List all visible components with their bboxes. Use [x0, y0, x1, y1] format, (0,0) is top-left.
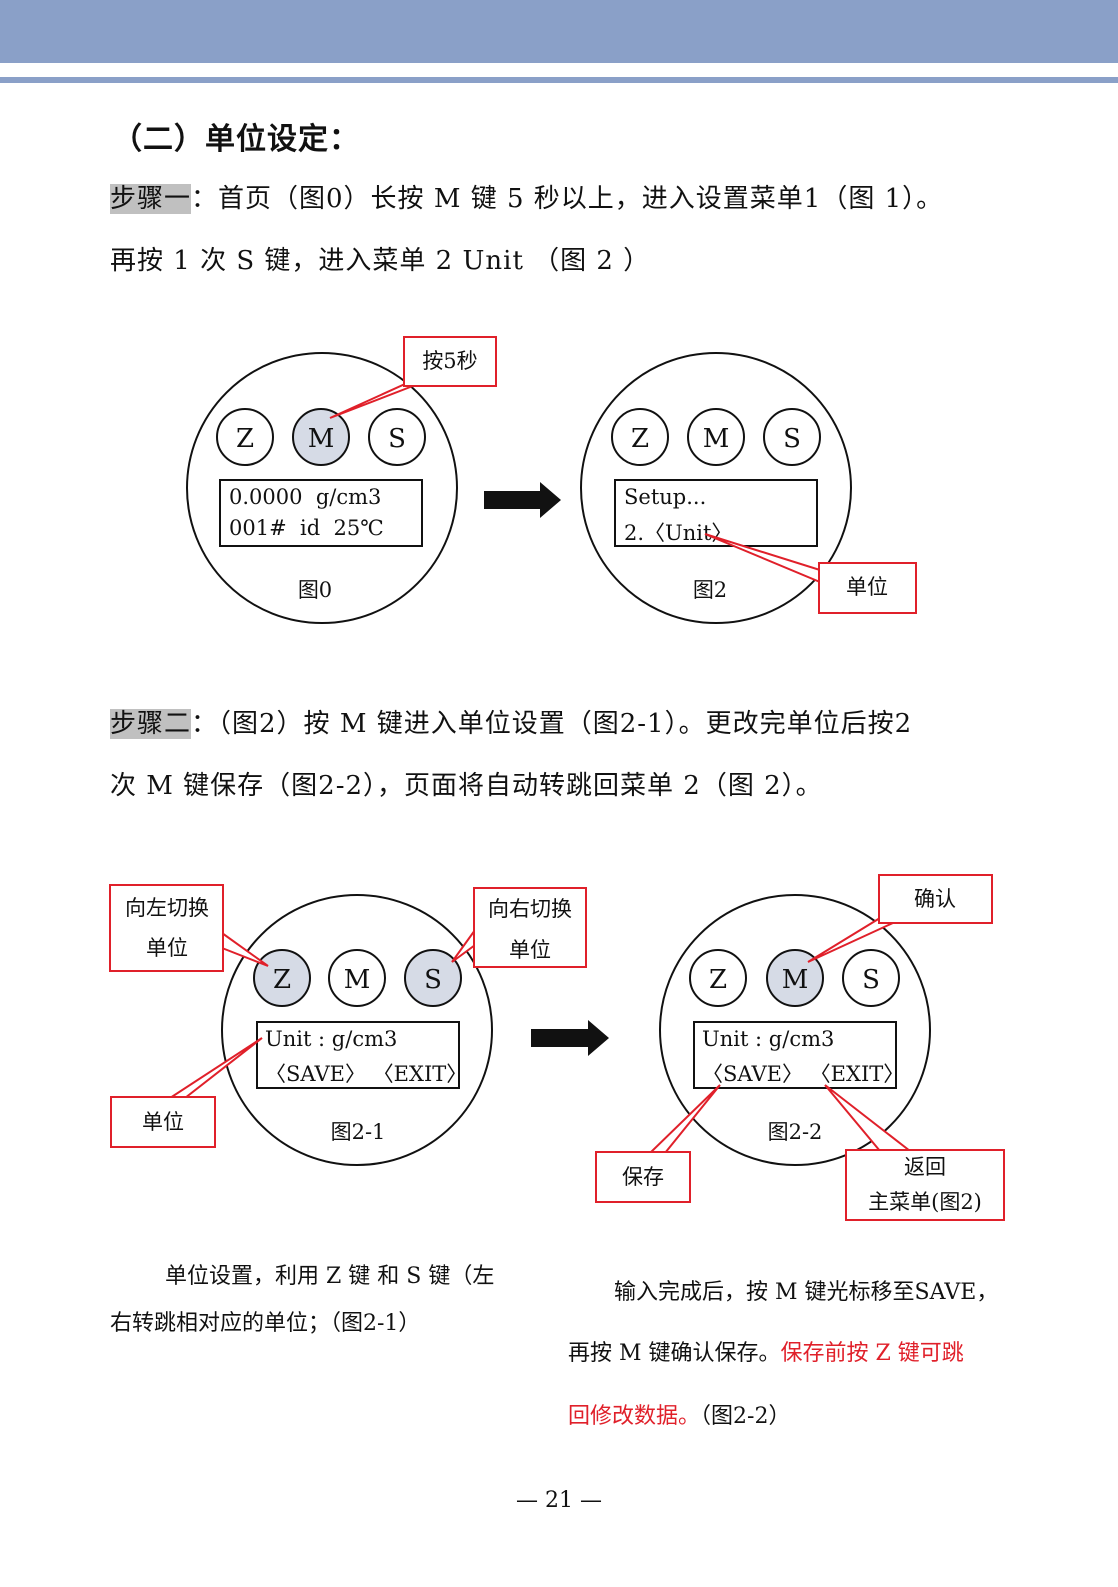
lcd-line2: 〈SAVE〉 〈EXIT〉	[702, 1062, 904, 1086]
figure-caption: 图0	[298, 578, 332, 602]
step2-tag: 步骤二	[110, 709, 192, 739]
callout-box-right	[473, 887, 587, 968]
header-band	[0, 0, 1118, 63]
s-button[interactable]	[404, 949, 462, 1007]
m-button[interactable]	[766, 949, 824, 1007]
figure-0: Z M S 0.0000 g/cm3 001# id 25℃ 图0 按5秒	[186, 336, 497, 624]
lcd-line1: Unit : g/cm3	[265, 1027, 397, 1051]
page-number: — 21 —	[516, 1488, 602, 1513]
callout-unit-label: 单位	[846, 575, 888, 599]
note-left-line2: 右转跳相对应的单位；（图2-1）	[110, 1311, 421, 1336]
note-right-line3: 回修改数据。（图2-2）	[568, 1398, 790, 1430]
note-right-line3-plain: （图2-2）	[700, 1404, 791, 1429]
step2-line2: 次 M 键保存（图2-2），页面将自动转跳回菜单 2（图 2）。	[110, 771, 823, 801]
lcd-line1: Setup...	[624, 485, 706, 509]
s-button-label: S	[783, 424, 801, 454]
step1-tag: 步骤一	[110, 184, 192, 214]
note-right-line2-plain: 再按 M 键确认保存。	[568, 1341, 781, 1366]
callout-hold-label: 按5秒	[422, 349, 477, 373]
figure-2: Z M S Setup... 2.〈Unit〉 图2 单位	[580, 352, 917, 624]
lcd-screen	[614, 479, 818, 547]
section-title: （二）单位设定：	[112, 122, 360, 157]
z-button[interactable]	[611, 408, 669, 466]
lcd-screen	[256, 1021, 460, 1089]
callout-return-line1: 返回	[904, 1155, 946, 1179]
s-button[interactable]	[763, 408, 821, 466]
figure-caption: 图2-2	[768, 1120, 823, 1144]
m-button-label: M	[703, 424, 730, 454]
callout-right-line1: 向右切换	[488, 897, 572, 921]
s-button-label: S	[388, 424, 406, 454]
z-button[interactable]	[216, 408, 274, 466]
callout-unit-label: 单位	[142, 1110, 184, 1134]
step1-line1: 步骤一：首页（图0）长按 M 键 5 秒以上，进入设置菜单1（图 1）。	[110, 178, 943, 215]
callout-right-line2: 单位	[509, 938, 551, 962]
m-button[interactable]	[687, 408, 745, 466]
step2-text: ：（图2）按 M 键进入单位设置（图2-1）。更改完单位后按2	[191, 709, 913, 739]
step1-text: ：首页（图0）长按 M 键 5 秒以上，进入设置菜单1（图 1）。	[191, 184, 944, 214]
lcd-screen	[693, 1021, 897, 1089]
callout-box-unit	[110, 1096, 216, 1148]
z-button-label: Z	[709, 965, 727, 995]
callout-box-unit	[818, 562, 917, 614]
callout-confirm-label: 确认	[914, 887, 956, 911]
s-button-label: S	[424, 965, 442, 995]
note-right-line3-warning: 回修改数据。	[568, 1404, 701, 1429]
note-right-line2-warning: 保存前按 Z 键可跳	[780, 1341, 964, 1366]
lcd-line1: 0.0000 g/cm3	[229, 485, 381, 509]
step2-line1: 步骤二：（图2）按 M 键进入单位设置（图2-1）。更改完单位后按2	[110, 703, 912, 740]
arrow-right-icon	[484, 482, 561, 518]
figure-caption: 图2-1	[331, 1120, 386, 1144]
callout-return-line2: 主菜单(图2)	[868, 1190, 982, 1214]
note-right-line2: 再按 M 键确认保存。保存前按 Z 键可跳	[568, 1335, 964, 1367]
note-right-line1: 输入完成后，按 M 键光标移至SAVE，	[614, 1280, 999, 1305]
z-button-label: Z	[631, 424, 649, 454]
m-button[interactable]	[328, 949, 386, 1007]
m-button-label: M	[344, 965, 371, 995]
lcd-line1: Unit : g/cm3	[702, 1027, 834, 1051]
figure-2-1: Z M S Unit : g/cm3 〈SAVE〉 〈EXIT〉 图2-1 向左…	[109, 884, 587, 1166]
callout-left-line1: 向左切换	[125, 896, 209, 920]
callout-left-line2: 单位	[146, 936, 188, 960]
callout-box-confirm	[878, 874, 993, 924]
s-button-label: S	[862, 965, 880, 995]
lcd-line2: 〈SAVE〉 〈EXIT〉	[265, 1062, 467, 1086]
lcd-line2: 001# id 25℃	[229, 516, 384, 540]
figure-caption: 图2	[693, 578, 727, 602]
m-button-label: M	[308, 424, 335, 454]
z-button-label: Z	[236, 424, 254, 454]
callout-box-return	[845, 1149, 1005, 1221]
z-button[interactable]	[253, 949, 311, 1007]
z-button-label: Z	[273, 965, 291, 995]
callout-box-left	[109, 884, 224, 972]
callout-save-label: 保存	[622, 1165, 664, 1189]
lcd-line2: 2.〈Unit〉	[624, 521, 732, 545]
callout-box-hold	[403, 336, 497, 387]
arrow-right-icon	[531, 1020, 609, 1056]
figure-2-2: Z M S Unit : g/cm3 〈SAVE〉 〈EXIT〉 图2-2 确认…	[595, 874, 1005, 1221]
m-button-label: M	[782, 965, 809, 995]
step1-line2: 再按 1 次 S 键，进入菜单 2 Unit （图 2 ）	[110, 246, 651, 276]
z-button[interactable]	[689, 949, 747, 1007]
header-divider	[0, 77, 1118, 83]
note-left-line1: 单位设置，利用 Z 键 和 S 键（左	[165, 1264, 495, 1289]
s-button[interactable]	[368, 408, 426, 466]
m-button[interactable]	[292, 408, 350, 466]
s-button[interactable]	[842, 949, 900, 1007]
callout-box-save	[595, 1151, 691, 1203]
lcd-screen	[219, 479, 423, 547]
